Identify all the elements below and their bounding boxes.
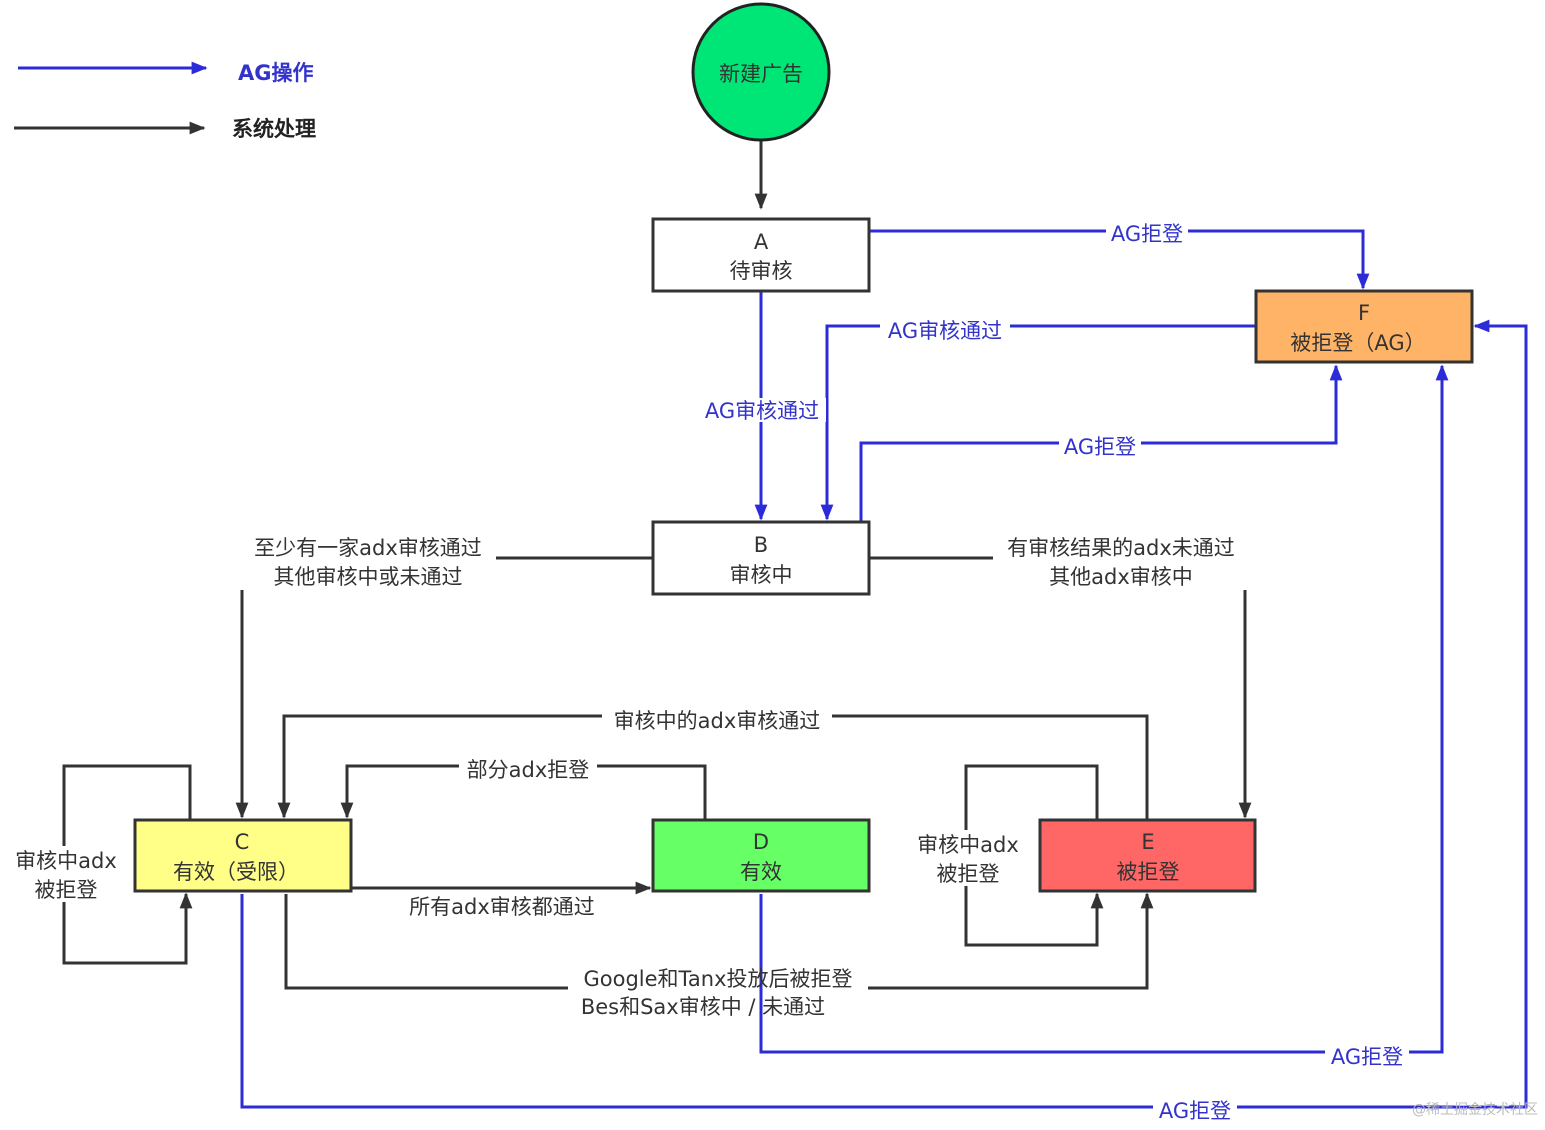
node-c-label: 有效（受限） — [173, 860, 299, 884]
edge-c-to-f — [240, 319, 1528, 1109]
node-b-letter: B — [754, 533, 768, 557]
node-a-label: 待审核 — [730, 259, 793, 283]
edge-f-to-b-label: AG审核通过 — [888, 319, 1002, 343]
edge-b-to-f-label: AG拒登 — [1064, 435, 1136, 459]
edge-a-to-f-label: AG拒登 — [1111, 222, 1183, 246]
edge-b-to-c-label-line2: 其他审核中或未通过 — [274, 565, 463, 589]
edge-d-to-c-label: 部分adx拒登 — [467, 758, 590, 782]
node-e-letter: E — [1141, 830, 1154, 854]
edge-b-to-e — [870, 556, 1252, 819]
legend: AG操作 系统处理 — [14, 61, 316, 141]
node-start-circle — [691, 2, 831, 142]
edge-c-self-label-line1: 审核中adx — [15, 849, 117, 873]
edge-a-to-b-label: AG审核通过 — [705, 399, 819, 423]
edge-f-to-b — [820, 324, 1255, 521]
edge-c-to-e-label-line1: Google和Tanx投放后被拒登 — [583, 967, 852, 991]
node-d-letter: D — [753, 830, 769, 854]
node-start-label: 新建广告 — [719, 62, 803, 86]
node-d: D 有效 — [651, 818, 871, 893]
edge-e-to-c-label: 审核中的adx审核通过 — [614, 709, 821, 733]
node-e-label: 被拒登 — [1117, 860, 1180, 884]
node-c-letter: C — [235, 830, 250, 854]
edge-d-to-f-label: AG拒登 — [1331, 1045, 1403, 1069]
node-f: F 被拒登（AG） — [1254, 289, 1474, 364]
node-f-letter: F — [1358, 301, 1370, 325]
node-a-letter: A — [754, 230, 769, 254]
node-b: B 审核中 — [651, 520, 871, 596]
edge-d-to-f — [759, 364, 1449, 1054]
node-c-box — [133, 818, 353, 893]
edge-b-to-c-label-line1: 至少有一家adx审核通过 — [254, 536, 482, 560]
node-start: 新建广告 — [691, 2, 831, 142]
edge-b-to-e-label-line2: 其他adx审核中 — [1049, 565, 1193, 589]
node-e: E 被拒登 — [1038, 818, 1257, 893]
edge-b-to-e-label-line1: 有审核结果的adx未通过 — [1007, 536, 1235, 560]
edge-e-self-label-line1: 审核中adx — [917, 833, 1019, 857]
edge-c-to-d-label: 所有adx审核都通过 — [409, 895, 595, 919]
edge-c-to-f-label: AG拒登 — [1159, 1099, 1231, 1123]
node-f-label: 被拒登（AG） — [1290, 331, 1425, 355]
edge-a-to-f — [870, 229, 1370, 290]
node-d-box — [651, 818, 871, 893]
node-a: A 待审核 — [651, 217, 871, 293]
node-a-box — [651, 217, 871, 293]
node-b-label: 审核中 — [730, 563, 793, 587]
watermark: @稀土掘金技术社区 — [1412, 1102, 1538, 1118]
node-b-box — [651, 520, 871, 596]
legend-ag-label: AG操作 — [238, 61, 314, 85]
node-c: C 有效（受限） — [133, 818, 353, 893]
node-f-box — [1254, 289, 1474, 364]
edge-c-self-label-line2: 被拒登 — [35, 878, 98, 902]
node-e-box — [1038, 818, 1257, 893]
legend-system-label: 系统处理 — [232, 117, 316, 141]
node-d-label: 有效 — [740, 860, 782, 884]
edge-e-self-label-line2: 被拒登 — [937, 862, 1000, 886]
edge-c-to-e-label-line2: Bes和Sax审核中 / 未通过 — [581, 995, 825, 1019]
